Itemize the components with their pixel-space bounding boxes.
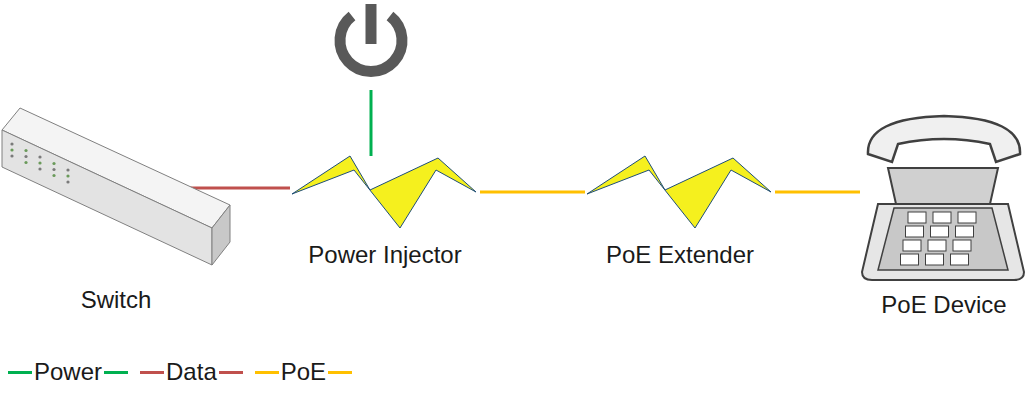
network-switch: Switch: [0, 100, 232, 315]
legend-item: Power: [8, 357, 128, 387]
node-label: PoE Extender: [606, 240, 754, 270]
legend-line: [255, 371, 279, 374]
power-wire: [370, 90, 373, 156]
legend-line: [104, 371, 128, 374]
poe-unit: Power Injector: [290, 150, 480, 270]
cable: [775, 191, 860, 194]
cable: [190, 187, 290, 190]
node-label: PoE Device: [881, 290, 1006, 320]
legend-item: PoE: [255, 357, 352, 387]
legend-line: [140, 371, 164, 374]
legend-text: PoE: [279, 357, 328, 387]
legend-item: Data: [140, 357, 243, 387]
poe-device: PoE Device: [858, 106, 1030, 320]
power-icon: [340, 4, 402, 71]
node-label: Power Injector: [308, 240, 461, 270]
legend-line: [219, 371, 243, 374]
keypad: [901, 212, 977, 265]
port-leds: [10, 142, 69, 183]
legend-text: Data: [164, 357, 219, 387]
switch-figure: [0, 100, 232, 315]
poe-unit: PoE Extender: [585, 150, 775, 270]
legend-line: [8, 371, 32, 374]
cable: [480, 191, 585, 194]
legend-text: Power: [32, 357, 104, 387]
node-label: Switch: [81, 285, 152, 315]
legend: Power Data PoE: [8, 357, 364, 387]
phone-figure: [858, 106, 1030, 320]
legend-line: [328, 371, 352, 374]
